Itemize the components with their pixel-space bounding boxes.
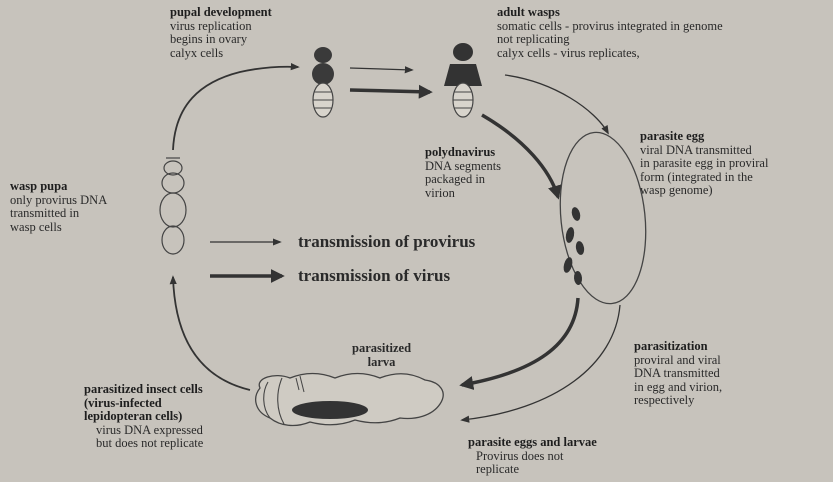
- parasitized-cells-label: parasitized insect cells (virus-infected…: [84, 383, 203, 451]
- arrow-pupal-to-adult-provirus: [350, 68, 412, 70]
- arrow-cells-to-pupa: [173, 277, 250, 390]
- parasitization-label: parasitization proviral and viral DNA tr…: [634, 340, 722, 408]
- legend-provirus-label: transmission of provirus: [298, 232, 475, 252]
- adult-wasp-figure: [444, 43, 482, 117]
- pupal-development-label: pupal development virus replication begi…: [170, 6, 272, 60]
- arrow-pupa-to-development: [173, 67, 298, 150]
- parasite-egg-outline: [552, 128, 654, 308]
- arrow-egg-to-cells-provirus: [462, 305, 620, 420]
- wasp-pupa-figure: [160, 158, 186, 254]
- adult-wasps-label: adult wasps somatic cells - provirus int…: [497, 6, 723, 60]
- polydnavirus-label: polydnavirus DNA segments packaged in vi…: [425, 146, 501, 200]
- parasite-eggs-larvae-label: parasite eggs and larvae Provirus does n…: [468, 436, 597, 477]
- parasitized-larva-label: parasitized larva: [352, 342, 411, 369]
- arrow-virion-to-larva: [462, 298, 578, 385]
- developing-wasp-figure: [312, 47, 334, 117]
- legend-virus-label: transmission of virus: [298, 266, 450, 286]
- arrow-adult-to-parasite-egg: [505, 75, 608, 133]
- arrow-pupal-to-adult-virus: [350, 90, 430, 92]
- parasitized-larva-figure: [256, 374, 443, 426]
- parasite-egg-label: parasite egg viral DNA transmitted in pa…: [640, 130, 768, 198]
- wasp-pupa-label: wasp pupa only provirus DNA transmitted …: [10, 180, 107, 234]
